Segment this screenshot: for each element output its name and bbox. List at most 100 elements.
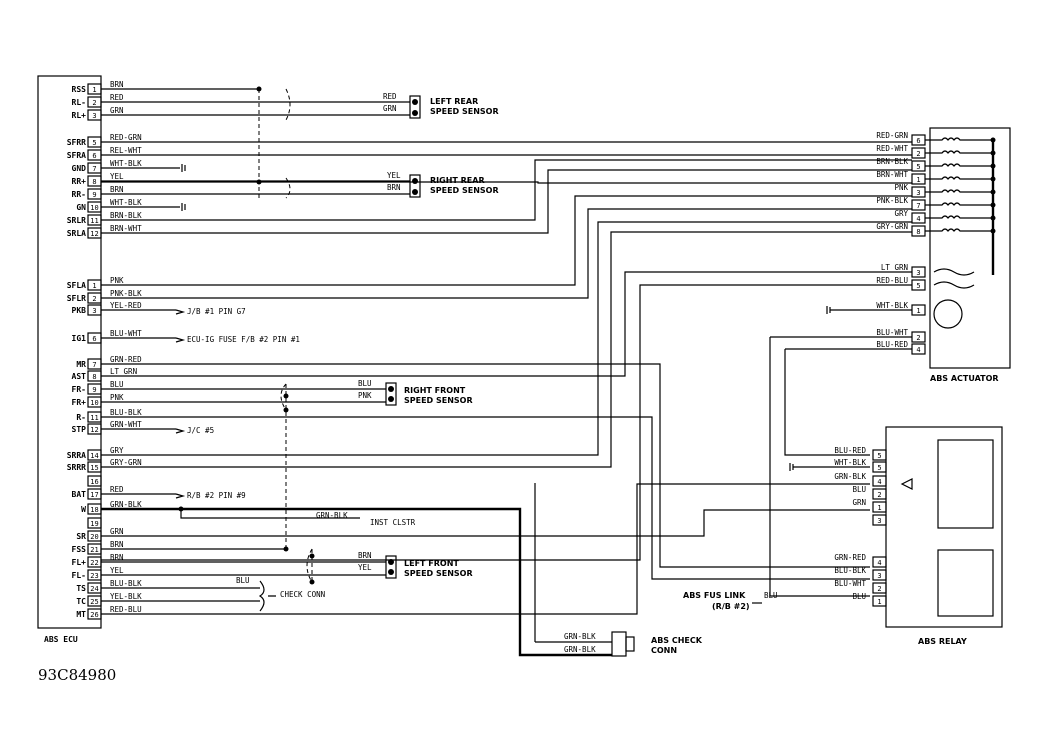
ecu-pin-label: MT: [76, 610, 86, 619]
abs-relay-title: ABS RELAY: [918, 637, 967, 646]
ecu-pin-number: 20: [90, 533, 98, 541]
svg-text:SPEED SENSOR: SPEED SENSOR: [430, 186, 499, 195]
ecu-pin-label: W: [81, 505, 86, 514]
ecu-pin-number: 9: [92, 191, 96, 199]
svg-text:BRN: BRN: [358, 551, 372, 560]
actuator-pin-number: 5: [916, 282, 920, 290]
ecu-pin-number: 6: [92, 152, 96, 160]
ecu-pin-number: 1: [92, 86, 96, 94]
actuator-pin-number: 1: [916, 176, 920, 184]
actuator-pin-number: 5: [916, 163, 920, 171]
ecu-pin-label: R-: [76, 413, 86, 422]
relay-pin-box: [872, 582, 887, 594]
ecu-wire-label: PNK-BLK: [110, 289, 142, 298]
ecu-wire-label: GRN: [110, 106, 124, 115]
actuator-wire-label: RED-BLU: [876, 276, 908, 285]
relay-pin-box: [872, 556, 887, 568]
ecu-pin-label: TC: [76, 597, 86, 606]
actuator-pin-box: [911, 279, 926, 291]
ecu-pin-number: 26: [90, 611, 98, 619]
relay-pin-box: [872, 461, 887, 473]
right-front-speed-sensor: BLU PNK RIGHT FRONT SPEED SENSOR: [358, 379, 473, 406]
ecu-pin-number: 2: [92, 295, 96, 303]
relay-wire-label: WHT-BLK: [834, 458, 866, 467]
ecu-pin-label: PKB: [72, 306, 87, 315]
stp-note: J/C #5: [187, 426, 214, 435]
ecu-pin-number: 25: [90, 598, 98, 606]
actuator-wire-label: BLU-WHT: [876, 328, 908, 337]
abs-check-conn: [611, 631, 627, 657]
ecu-pin-number: 8: [92, 178, 96, 186]
fuse-link-wire: BLU: [764, 591, 778, 600]
relay-pin-box: [872, 475, 887, 487]
ecu-pin-label: SRLA: [67, 229, 86, 238]
ecu-wire-label: GRN: [110, 527, 124, 536]
check-conn-line1: ABS CHECK: [651, 636, 703, 645]
relay-wire-label: GRN: [852, 498, 866, 507]
ecu-pin-label: GN: [76, 203, 86, 212]
ecu-title: ABS ECU: [44, 635, 78, 644]
ecu-pin-number: 12: [90, 426, 98, 434]
ecu-wire-label: YEL-RED: [110, 301, 142, 310]
actuator-pin-number: 3: [916, 269, 920, 277]
relay-pin-box: [872, 488, 887, 500]
ig1-note: ECU-IG FUSE F/B #2 PIN #1: [187, 335, 300, 344]
actuator-pin-number: 8: [916, 228, 920, 236]
ecu-wire-label: BRN-WHT: [110, 224, 142, 233]
ecu-pin-label: RSS: [72, 85, 87, 94]
ecu-wire-label: BRN-BLK: [110, 211, 142, 220]
ecu-pin-label: SRRR: [67, 463, 86, 472]
ecu-wire-label: YEL-BLK: [110, 592, 142, 601]
ecu-wire-label: WHT-BLK: [110, 159, 142, 168]
ecu-pin-label: SFRR: [67, 138, 86, 147]
ecu-wire-label: RED: [110, 93, 124, 102]
pkb-note: J/B #1 PIN G7: [187, 307, 246, 316]
solenoid-coil-icon: [925, 137, 993, 141]
diagram-code: 93C84980: [38, 666, 116, 684]
ecu-pin-label: FR-: [72, 385, 86, 394]
right-rear-speed-sensor: YEL BRN RIGHT REAR SPEED SENSOR: [387, 171, 499, 198]
ecu-wire-label: BLU: [110, 380, 124, 389]
ecu-pin-number: 8: [92, 373, 96, 381]
solenoid-coil-icon: [925, 163, 993, 167]
relay-wire-label: GRN-RED: [834, 553, 866, 562]
ecu-pin-number: 6: [92, 335, 96, 343]
actuator-wire-label: PNK-BLK: [876, 196, 908, 205]
ecu-pin-number: 19: [90, 520, 98, 528]
ecu-wire-label: BLU-BLK: [110, 408, 142, 417]
solenoid-coil-icon: [925, 215, 993, 219]
relay-pin-box: [872, 501, 887, 513]
ecu-pin-label: FSS: [72, 545, 87, 554]
ecu-wire-label: YEL: [110, 172, 124, 181]
ecu-wire-label: BRN: [110, 540, 124, 549]
check-conn-note: CHECK CONN: [280, 590, 325, 599]
relay-wire-label: BLU: [852, 485, 866, 494]
svg-text:SPEED SENSOR: SPEED SENSOR: [430, 107, 499, 116]
relay-pin-box: [872, 595, 887, 607]
ecu-pin-number: 10: [90, 399, 98, 407]
svg-text:BLU: BLU: [358, 379, 372, 388]
ecu-pin-number: 7: [92, 165, 96, 173]
relay-wire-label: GRN-BLK: [834, 472, 866, 481]
ecu-pin-label: GND: [72, 164, 87, 173]
inst-wire-label: GRN-BLK: [316, 511, 348, 520]
ecu-pin-number: 23: [90, 572, 98, 580]
ecu-wire-label: GRN-RED: [110, 355, 142, 364]
ecu-wire-label: GRY-GRN: [110, 458, 142, 467]
ecu-pin-label: SRRA: [67, 451, 86, 460]
ecu-pin-label: FR+: [72, 398, 87, 407]
solenoid-coil-icon: [925, 228, 993, 232]
ecu-wire-label: BRN: [110, 553, 124, 562]
solenoid-coil-icon: [925, 202, 993, 206]
relay-pin-number: 2: [877, 491, 881, 499]
ecu-pin-number: 14: [90, 452, 98, 460]
ecu-wire-label: LT GRN: [110, 367, 137, 376]
relay-wire-label: BLU-WHT: [834, 579, 866, 588]
ecu-pin-label: SRLR: [67, 216, 86, 225]
relay-wire-label: BLU-BLK: [834, 566, 866, 575]
ecu-pin-number: 17: [90, 491, 98, 499]
ecu-pin-box: [87, 475, 102, 487]
ecu-pin-number: 1: [92, 282, 96, 290]
ecu-wire-label: GRY: [110, 446, 124, 455]
